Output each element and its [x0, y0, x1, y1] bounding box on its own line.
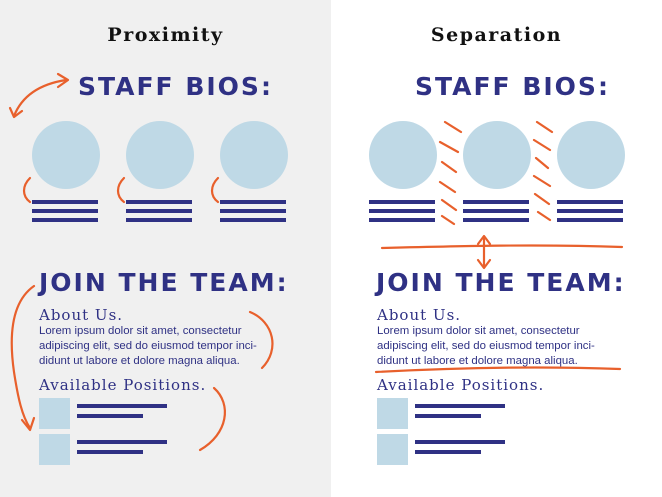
bio-photo-placeholder [557, 121, 625, 189]
body-line: Lorem ipsum dolor sit amet, consectetur [39, 325, 242, 337]
panel-title: Proximity [107, 24, 224, 46]
body-line: adipiscing elit, sed do eiusmod tempor i… [39, 340, 257, 352]
available-positions-heading: Available Positions. [377, 376, 545, 394]
available-positions-heading: Available Positions. [39, 376, 207, 394]
bio-photo-placeholder [32, 121, 100, 189]
separation-panel: Separation STAFF BIOS: JOIN THE TEAM: Ab… [331, 0, 662, 497]
position-thumbnail [39, 398, 70, 429]
about-us-body: Lorem ipsum dolor sit amet, consectetur … [39, 324, 279, 369]
staff-bios-heading: STAFF BIOS: [415, 72, 610, 101]
panel-title: Separation [430, 24, 563, 46]
bio-photo-placeholder [369, 121, 437, 189]
position-thumbnail [377, 434, 408, 465]
about-us-body: Lorem ipsum dolor sit amet, consectetur … [377, 324, 617, 369]
about-us-heading: About Us. [377, 306, 462, 324]
body-line: Lorem ipsum dolor sit amet, consectetur [377, 325, 580, 337]
bio-photo-placeholder [126, 121, 194, 189]
proximity-panel: Proximity STAFF BIOS: JOIN THE TEAM: Abo… [0, 0, 331, 497]
position-thumbnail [377, 398, 408, 429]
body-line: adipiscing elit, sed do eiusmod tempor i… [377, 340, 595, 352]
body-line: didunt ut labore et dolore magna aliqua. [39, 355, 240, 367]
bio-photo-placeholder [220, 121, 288, 189]
staff-bios-heading: STAFF BIOS: [78, 72, 273, 101]
about-us-heading: About Us. [39, 306, 124, 324]
bio-photo-placeholder [463, 121, 531, 189]
join-team-heading: JOIN THE TEAM: [39, 268, 289, 297]
body-line: didunt ut labore et dolore magna aliqua. [377, 355, 578, 367]
join-team-heading: JOIN THE TEAM: [376, 268, 626, 297]
position-thumbnail [39, 434, 70, 465]
